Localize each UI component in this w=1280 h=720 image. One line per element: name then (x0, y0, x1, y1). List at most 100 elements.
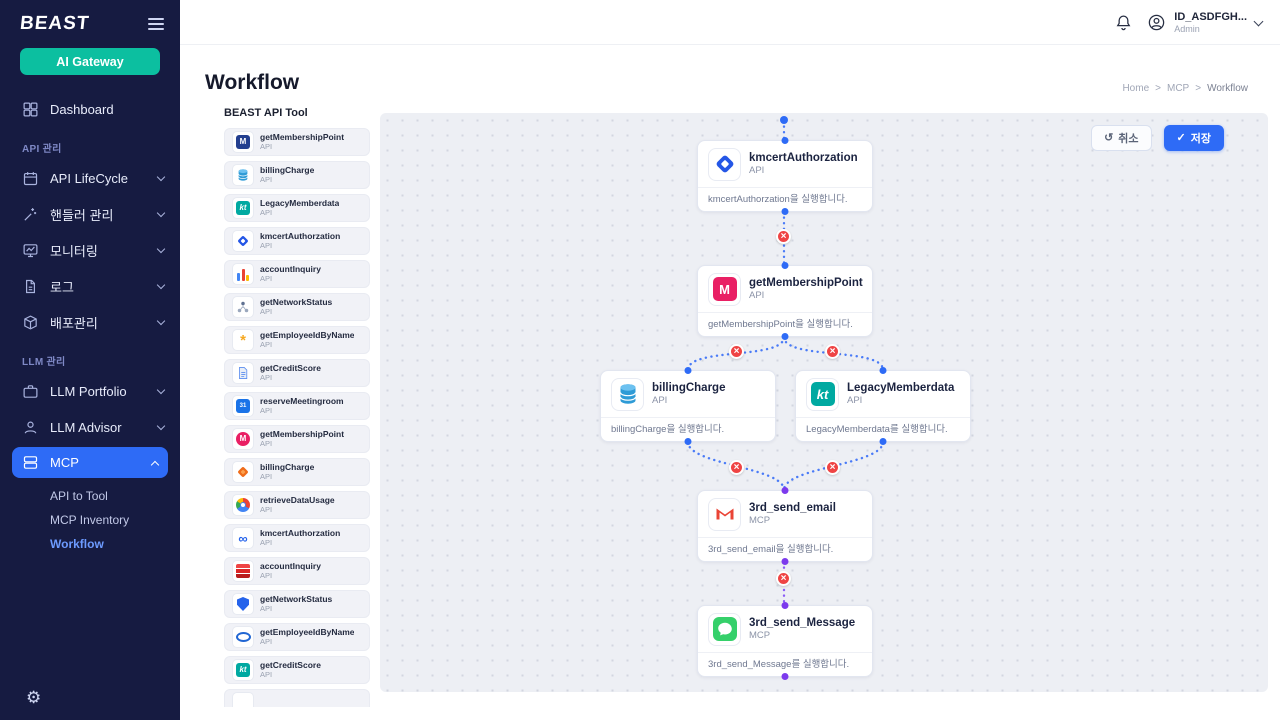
chevron-down-icon (156, 280, 166, 289)
blue-diamond-icon (713, 152, 737, 176)
sidebar-item-deploy[interactable]: 배포관리 (0, 304, 180, 340)
node-input-port[interactable] (781, 137, 789, 144)
tool-icon-box (233, 495, 253, 515)
sidebar-item-handler[interactable]: 핸들러 관리 (0, 196, 180, 232)
topbar: ID_ASDFGH... Admin (180, 0, 1280, 45)
sidebar-item-label: 핸들러 관리 (50, 207, 114, 223)
remove-edge-icon[interactable]: × (825, 344, 840, 359)
node-name: kmcertAuthorzation (749, 152, 858, 164)
sidebar-item-mcp[interactable]: MCP (12, 447, 168, 478)
tool-icon-box: M (233, 132, 253, 152)
node-input-port[interactable] (879, 367, 887, 374)
kt-logo-icon: kt (236, 201, 250, 215)
tool-type: API (260, 438, 273, 448)
node-input-port[interactable] (781, 487, 789, 494)
breadcrumb-mcp[interactable]: MCP (1166, 83, 1190, 94)
hamburger-icon[interactable] (148, 15, 164, 33)
chevron-down-icon (156, 244, 166, 253)
node-input-port[interactable] (684, 367, 692, 374)
sidebar-item-label: 배포관리 (50, 315, 98, 331)
node-type: API (749, 290, 765, 301)
sidebar-item-dashboard[interactable]: Dashboard (0, 91, 180, 127)
wand-icon (24, 207, 37, 221)
breadcrumb-home[interactable]: Home (1122, 83, 1150, 94)
tool-type: API (260, 372, 273, 382)
sidebar-item-label: MCP (50, 455, 79, 470)
node-type: MCP (749, 515, 771, 526)
node-output-port[interactable] (781, 673, 789, 680)
dashboard-icon (23, 102, 38, 116)
remove-edge-icon[interactable]: × (729, 344, 744, 359)
tool-type: API (260, 636, 273, 646)
cancel-button[interactable]: ↺ 취소 (1091, 125, 1152, 151)
save-label: 저장 (1190, 133, 1211, 145)
remove-edge-icon[interactable]: × (729, 460, 744, 475)
node-name: LegacyMemberdata (847, 382, 955, 394)
ai-gateway-button[interactable]: AI Gateway (20, 48, 160, 75)
gmail-icon (713, 502, 737, 526)
node-input-port[interactable] (781, 262, 789, 269)
database-icon (236, 168, 250, 182)
check-icon: ✓ (1176, 131, 1186, 144)
chevron-down-icon (1253, 16, 1264, 26)
node-input-port[interactable] (781, 602, 789, 609)
sidebar-item-mcp-inventory[interactable]: MCP Inventory (50, 513, 130, 527)
start-port-dot[interactable] (780, 116, 788, 124)
sidebar-item-api-to-tool[interactable]: API to Tool (50, 489, 108, 503)
sidebar-item-llm-portfolio[interactable]: LLM Portfolio (0, 373, 180, 409)
node-output-port[interactable] (879, 438, 887, 445)
tool-type: API (260, 471, 273, 481)
node-output-port[interactable] (781, 208, 789, 215)
remove-edge-icon[interactable]: × (776, 571, 791, 586)
node-type: MCP (749, 630, 771, 641)
user-role: Admin (1174, 24, 1200, 34)
remove-edge-icon[interactable]: × (776, 229, 791, 244)
remove-edge-icon[interactable]: × (825, 460, 840, 475)
node-output-port[interactable] (684, 438, 692, 445)
sidebar-item-api-lifecycle[interactable]: API LifeCycle (0, 160, 180, 196)
bell-icon[interactable] (1114, 13, 1133, 32)
sidebar-item-monitoring[interactable]: 모니터링 (0, 232, 180, 268)
save-button[interactable]: ✓ 저장 (1163, 125, 1224, 151)
node-name: 3rd_send_email (749, 502, 836, 514)
tool-item-partial[interactable] (224, 689, 370, 707)
settings-gear-icon[interactable]: ⚙ (26, 688, 42, 707)
sidebar-item-log[interactable]: 로그 (0, 268, 180, 304)
tool-icon-box (233, 627, 253, 647)
account-menu[interactable]: ID_ASDFGH... Admin (1147, 11, 1264, 34)
breadcrumb-current: Workflow (1207, 83, 1248, 94)
node-output-port[interactable] (781, 333, 789, 340)
sidebar-item-workflow[interactable]: Workflow (50, 537, 104, 551)
sidebar-item-label: 로그 (50, 279, 74, 295)
cancel-label: 취소 (1118, 133, 1139, 145)
tool-type: API (260, 537, 273, 547)
tool-icon-box (233, 363, 253, 383)
node-output-port[interactable] (781, 558, 789, 565)
sidebar-item-llm-advisor[interactable]: LLM Advisor (0, 409, 180, 445)
